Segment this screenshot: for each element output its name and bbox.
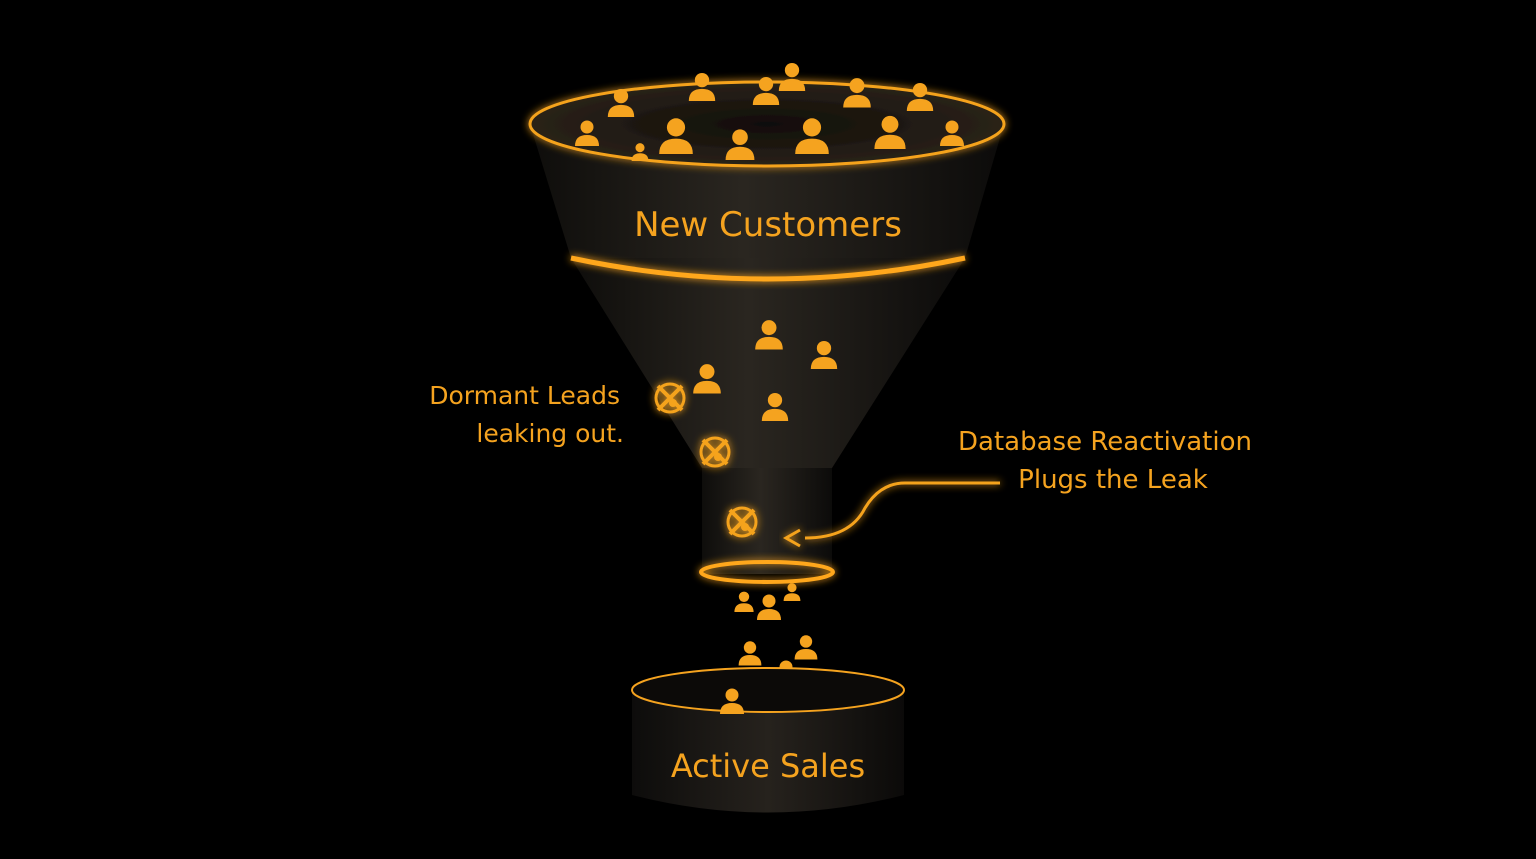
leak-marker-icon [726, 506, 758, 538]
funnel-middle-section [571, 258, 965, 468]
active-sales-container [632, 690, 904, 813]
person-icon [794, 635, 818, 660]
plugs-leak-label: Plugs the Leak [1018, 465, 1208, 495]
active-sales-label: Active Sales [671, 747, 865, 785]
funnel-spout [702, 468, 832, 574]
person-icon [783, 583, 801, 601]
person-icon [757, 594, 781, 620]
arrow-head-icon [782, 528, 801, 548]
person-icon [778, 62, 806, 91]
spout-ring [699, 560, 835, 584]
database-reactivation-label: Database Reactivation [958, 427, 1252, 457]
dormant-leads-label: Dormant Leads [429, 381, 620, 410]
active-sales-rim [631, 667, 905, 713]
leak-markers [654, 382, 758, 538]
funnel-divider-ring [570, 255, 966, 282]
reactivation-arrow [804, 481, 1000, 540]
person-icon [738, 641, 762, 666]
dormant-leads-sublabel: leaking out. [476, 419, 624, 448]
new-customers-label: New Customers [634, 205, 902, 245]
leak-marker-icon [699, 436, 731, 468]
person-icon [734, 591, 754, 612]
leak-marker-icon [654, 382, 686, 414]
